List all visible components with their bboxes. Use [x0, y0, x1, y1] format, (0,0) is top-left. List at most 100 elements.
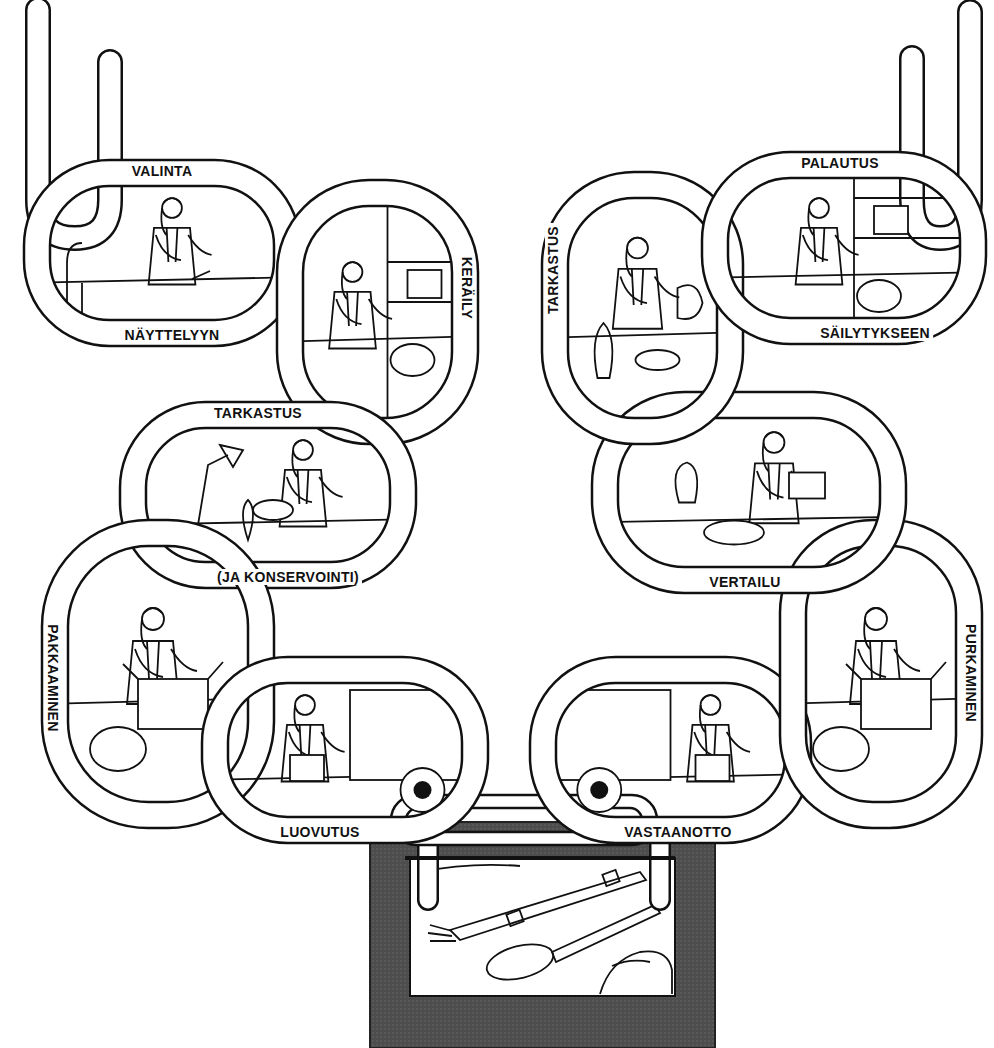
- person-arm: [188, 235, 211, 255]
- chain-link-outline: [118, 400, 418, 590]
- link-label: VERTAILU: [706, 574, 783, 590]
- document: [789, 473, 825, 499]
- person-head: [764, 432, 785, 453]
- chain-link-outline: [700, 150, 988, 346]
- link-label: LUOVUTUS: [277, 824, 362, 840]
- hair: [864, 619, 870, 649]
- truck-wheel: [577, 768, 621, 812]
- chain-link-ring: [202, 657, 488, 843]
- link-label: VASTAANOTTO: [621, 824, 735, 840]
- panel-edge: [405, 856, 675, 860]
- link-label: TARKASTUS: [211, 405, 305, 421]
- link-illustration: [778, 608, 984, 771]
- hair: [161, 208, 166, 235]
- table-edge: [700, 272, 988, 278]
- person-head: [142, 608, 164, 630]
- hand: [600, 951, 672, 994]
- box-flaps: [846, 662, 946, 679]
- hair: [297, 695, 313, 700]
- link-label: PAKKAAMINEN: [45, 621, 61, 734]
- person-head: [865, 608, 887, 630]
- hair: [144, 608, 162, 613]
- hair: [295, 440, 311, 445]
- person-arm: [757, 471, 784, 498]
- person-head: [162, 198, 182, 218]
- hair: [808, 208, 813, 235]
- packing-box: [861, 679, 931, 729]
- link-label: KERÄILY: [459, 254, 475, 322]
- person-arm: [156, 235, 181, 260]
- link-illustration: [700, 150, 988, 346]
- person-arm: [319, 477, 342, 497]
- table-edge: [540, 332, 745, 338]
- person-arm: [289, 732, 314, 757]
- photo-panel: [410, 858, 675, 996]
- wheel-hub: [414, 781, 432, 799]
- hair: [292, 450, 297, 477]
- hair: [867, 608, 885, 613]
- person-arm: [135, 649, 163, 677]
- person-arm: [858, 649, 886, 677]
- spoon-bowl: [483, 938, 557, 986]
- hair: [164, 198, 180, 203]
- storage-box: [874, 206, 908, 234]
- person-head: [343, 262, 363, 282]
- chain-link: TARKASTUS (JA KONSERVOINTI): [118, 400, 418, 590]
- person-arm: [620, 277, 647, 304]
- bowl: [813, 727, 869, 771]
- chain-link-ring: [24, 160, 300, 346]
- person-arm: [171, 649, 197, 671]
- person-arm: [369, 299, 392, 319]
- bottle: [675, 463, 697, 503]
- chain-link: VALINTANÄYTTELYYN: [22, 158, 302, 348]
- box-hook: [420, 838, 437, 900]
- link-label: TARKASTUS: [545, 223, 561, 317]
- pen: [192, 271, 210, 279]
- chain-link-outline: [200, 655, 490, 845]
- vase: [595, 323, 613, 378]
- storage-box: [408, 270, 442, 298]
- person-head: [809, 198, 829, 218]
- link-label: (JA KONSERVOINTI): [214, 569, 362, 585]
- person-arm: [287, 477, 312, 502]
- hair: [141, 619, 147, 649]
- lamp-shade: [220, 445, 243, 467]
- chain-link-ring: [702, 152, 986, 344]
- box-hook-outline: [417, 838, 439, 900]
- person-arm: [655, 277, 680, 298]
- bowl: [90, 727, 146, 771]
- lamp-arm: [198, 455, 228, 525]
- link-illustration: [590, 432, 908, 544]
- link-label: PALAUTUS: [798, 155, 882, 171]
- bowl: [857, 280, 901, 312]
- link-label: NÄYTTELYYN: [121, 327, 222, 343]
- hair: [702, 695, 718, 700]
- person-arm: [803, 235, 828, 260]
- bowl: [704, 521, 764, 545]
- parcel: [696, 755, 730, 781]
- link-label: PURKAMINEN: [963, 621, 979, 725]
- person-arm: [835, 235, 858, 255]
- person-head: [295, 695, 315, 715]
- person-arm: [336, 299, 361, 324]
- hair: [629, 238, 646, 243]
- person-arm: [894, 649, 920, 671]
- fork-tines: [428, 925, 456, 941]
- box-hook: [652, 838, 669, 900]
- bowl: [636, 350, 680, 370]
- jug: [678, 285, 703, 319]
- link-label: SÄILYTYKSEEN: [817, 325, 933, 341]
- person-head: [627, 238, 648, 259]
- packing-box: [138, 679, 208, 729]
- person-arm: [321, 732, 344, 752]
- spoon-fork-illustration: [420, 865, 672, 994]
- hair: [294, 705, 299, 732]
- hair: [342, 272, 347, 299]
- chain-link-outline: [528, 655, 813, 845]
- base-box: [370, 822, 715, 1048]
- link-illustration: [528, 690, 813, 812]
- chain-link: PALAUTUS SÄILYTYKSEEN: [700, 150, 988, 346]
- hair: [344, 262, 360, 267]
- vase: [243, 500, 253, 540]
